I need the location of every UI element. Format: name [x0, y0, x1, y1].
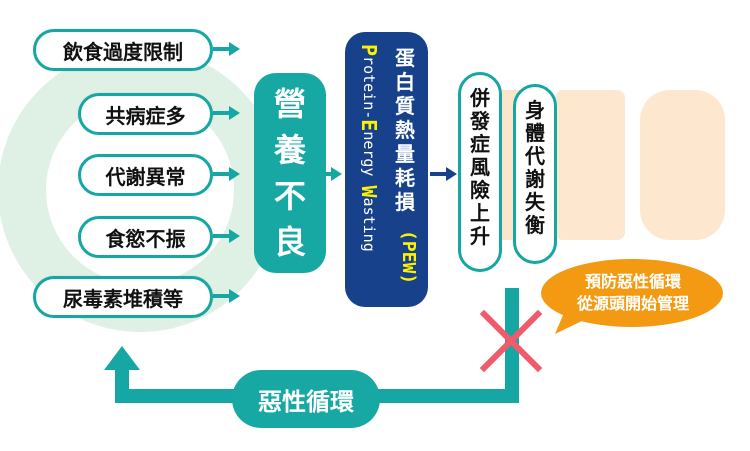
outcome-metabolic-imbalance: 身體代謝失衡	[513, 84, 557, 264]
speech-bubble-icon	[541, 259, 723, 334]
cause-label: 尿毒素堆積等	[63, 286, 183, 311]
malnutrition-box: 營養不良	[254, 73, 326, 273]
callout-line-2: 從源頭開始管理	[576, 294, 689, 313]
callout-line-1: 預防惡性循環	[584, 272, 681, 291]
outcome-label: 併發症風險上升	[470, 86, 490, 248]
arrow-right-icon	[213, 47, 229, 51]
arrow-right-icon	[430, 172, 446, 176]
arrow-right-icon	[229, 289, 240, 303]
cause-metabolic-disorder: 代謝異常	[78, 154, 213, 196]
watermark-block-3	[640, 90, 725, 240]
arrow-right-icon	[229, 229, 240, 243]
arrow-right-icon	[331, 167, 342, 181]
arrow-up-icon	[104, 346, 140, 370]
pew-title: 蛋白質熱量耗損	[395, 46, 415, 214]
cause-label: 代謝異常	[105, 164, 186, 189]
pew-english-part: rotein-	[360, 56, 378, 120]
arrow-right-icon	[213, 294, 229, 298]
arrow-right-icon	[446, 167, 457, 181]
cycle-label-text: 惡性循環	[258, 387, 354, 416]
cause-label: 共病症多	[105, 103, 186, 128]
pew-english: Protein-Energy Wasting	[353, 44, 383, 304]
cross-icon	[479, 309, 543, 373]
pew-english-part: nergy	[360, 131, 378, 186]
arrow-right-icon	[213, 234, 229, 238]
malnutrition-label: 營養不良	[273, 85, 306, 261]
arrow-right-icon	[213, 172, 229, 176]
callout-text: 預防惡性循環 從源頭開始管理	[548, 266, 718, 320]
cause-label: 食慾不振	[105, 226, 186, 251]
arrow-right-icon	[229, 42, 240, 56]
vicious-cycle-label: 惡性循環	[232, 370, 380, 428]
pew-english-part: E	[357, 119, 381, 132]
pew-english-part: W	[357, 185, 381, 198]
pew-english-part: P	[357, 44, 381, 57]
arrow-right-icon	[229, 167, 240, 181]
arrow-right-icon	[229, 106, 240, 120]
cause-label: 飲食過度限制	[63, 39, 183, 64]
watermark-block-2	[555, 90, 625, 240]
cause-uremic-toxins: 尿毒素堆積等	[33, 276, 213, 318]
cause-diet-restriction: 飲食過度限制	[33, 29, 213, 71]
cause-poor-appetite: 食慾不振	[78, 216, 213, 258]
pew-english-part: asting	[360, 197, 378, 252]
arrow-right-icon	[213, 111, 229, 115]
outcome-label: 身體代謝失衡	[525, 98, 545, 237]
cause-comorbidity: 共病症多	[78, 93, 213, 135]
pew-box: Protein-Energy Wasting 蛋白質熱量耗損 (PEW)	[345, 32, 428, 307]
outcome-complication-risk: 併發症風險上升	[458, 72, 502, 272]
pew-abbreviation: (PEW)	[398, 230, 419, 285]
